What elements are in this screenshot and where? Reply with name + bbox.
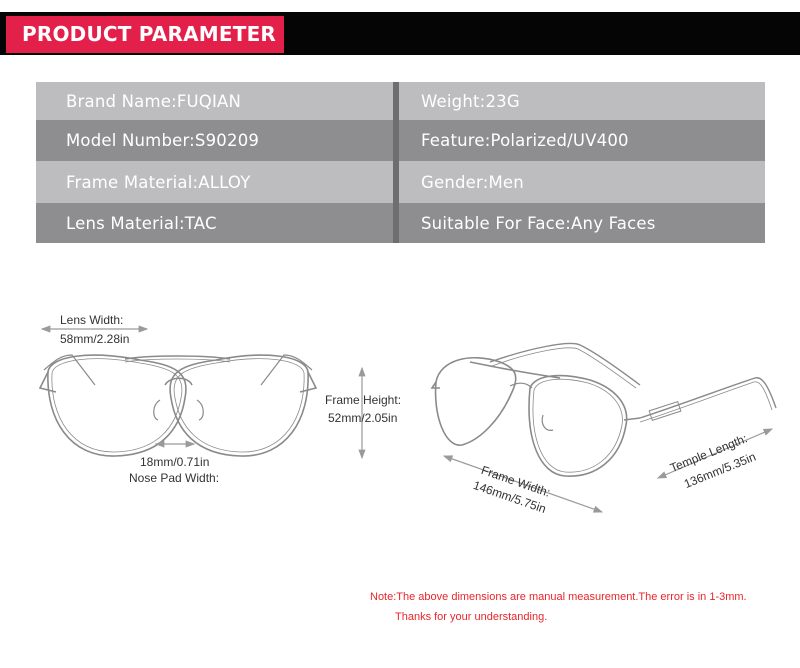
nose-pad-width-value: 18mm/0.71in (140, 455, 210, 469)
param-feature: Feature:Polarized/UV400 (421, 131, 629, 150)
header-bar: PRODUCT PARAMETER (0, 12, 800, 55)
lens-width-label: Lens Width: (60, 313, 124, 327)
measurement-note: Note:The above dimensions are manual mea… (370, 591, 747, 603)
param-face: Suitable For Face:Any Faces (421, 213, 656, 233)
table-row: Model Number:S90209 Feature:Polarized/UV… (36, 120, 765, 161)
param-model-number: Model Number:S90209 (66, 131, 260, 150)
section-title: PRODUCT PARAMETER (6, 16, 284, 53)
parameter-table: Brand Name:FUQIAN Weight:23G Model Numbe… (36, 82, 765, 243)
table-row: Brand Name:FUQIAN Weight:23G (36, 82, 765, 120)
frame-height-value: 52mm/2.05in (328, 411, 398, 425)
frame-width-arrow-icon (442, 455, 604, 513)
nose-pad-width-label: Nose Pad Width: (129, 471, 220, 485)
lens-width-value: 58mm/2.28in (60, 332, 130, 346)
front-view-glasses-icon (38, 354, 318, 457)
param-frame-material: Frame Material:ALLOY (66, 172, 251, 192)
angled-view-glasses-icon (430, 342, 777, 477)
temple-length-arrow-icon (656, 428, 774, 479)
param-brand-name: Brand Name:FUQIAN (66, 91, 242, 111)
table-row: Lens Material:TAC Suitable For Face:Any … (36, 203, 765, 243)
param-weight: Weight:23G (421, 91, 520, 111)
column-divider (393, 82, 399, 243)
thanks-note: Thanks for your understanding. (395, 611, 548, 623)
frame-height-label: Frame Height: (325, 393, 402, 407)
param-gender: Gender:Men (421, 172, 524, 192)
param-lens-material: Lens Material:TAC (66, 213, 217, 233)
table-row: Frame Material:ALLOY Gender:Men (36, 161, 765, 203)
